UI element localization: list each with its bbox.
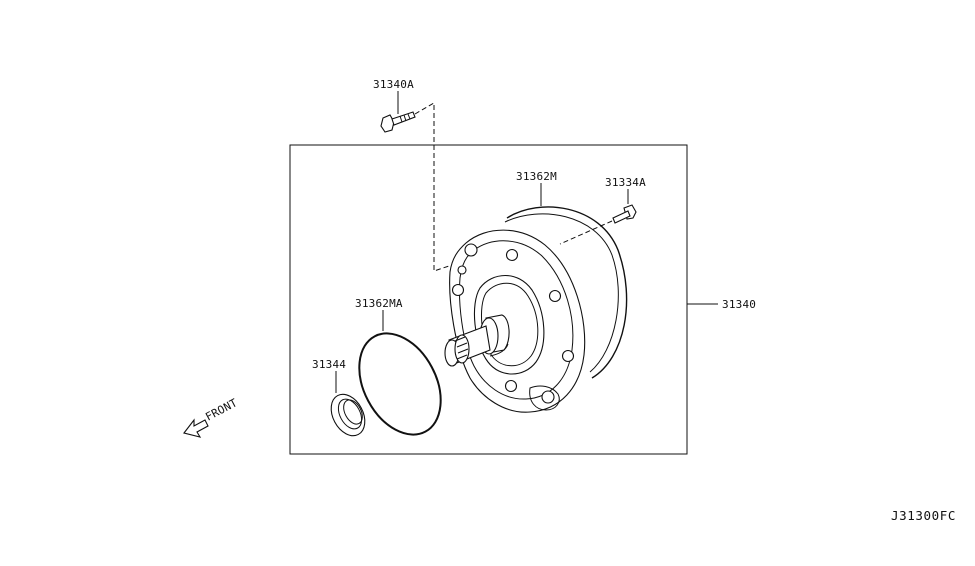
callout-31362m: 31362M (516, 170, 557, 183)
reference-code: J31300FC (891, 508, 956, 523)
bolt-31340a[interactable]: 31340A (373, 78, 416, 133)
callout-31340: 31340 (722, 298, 756, 311)
front-arrow-icon (183, 418, 209, 438)
callout-31334a: 31334A (605, 176, 646, 189)
alignment-line-right (559, 220, 613, 245)
front-direction-marker: FRONT (183, 396, 240, 438)
front-label: FRONT (203, 396, 239, 424)
oil-pump-assembly[interactable] (444, 206, 628, 413)
alignment-line-upper (414, 102, 456, 272)
callout-31340a: 31340A (373, 78, 414, 91)
o-ring-31362ma[interactable]: 31362MA (343, 297, 457, 449)
callout-31362ma: 31362MA (355, 297, 403, 310)
assembly-frame (289, 144, 688, 455)
bolt-31334a[interactable]: 31334A (605, 176, 646, 224)
callout-31344: 31344 (312, 358, 346, 371)
oil-seal-31344[interactable]: 31344 (312, 358, 372, 441)
